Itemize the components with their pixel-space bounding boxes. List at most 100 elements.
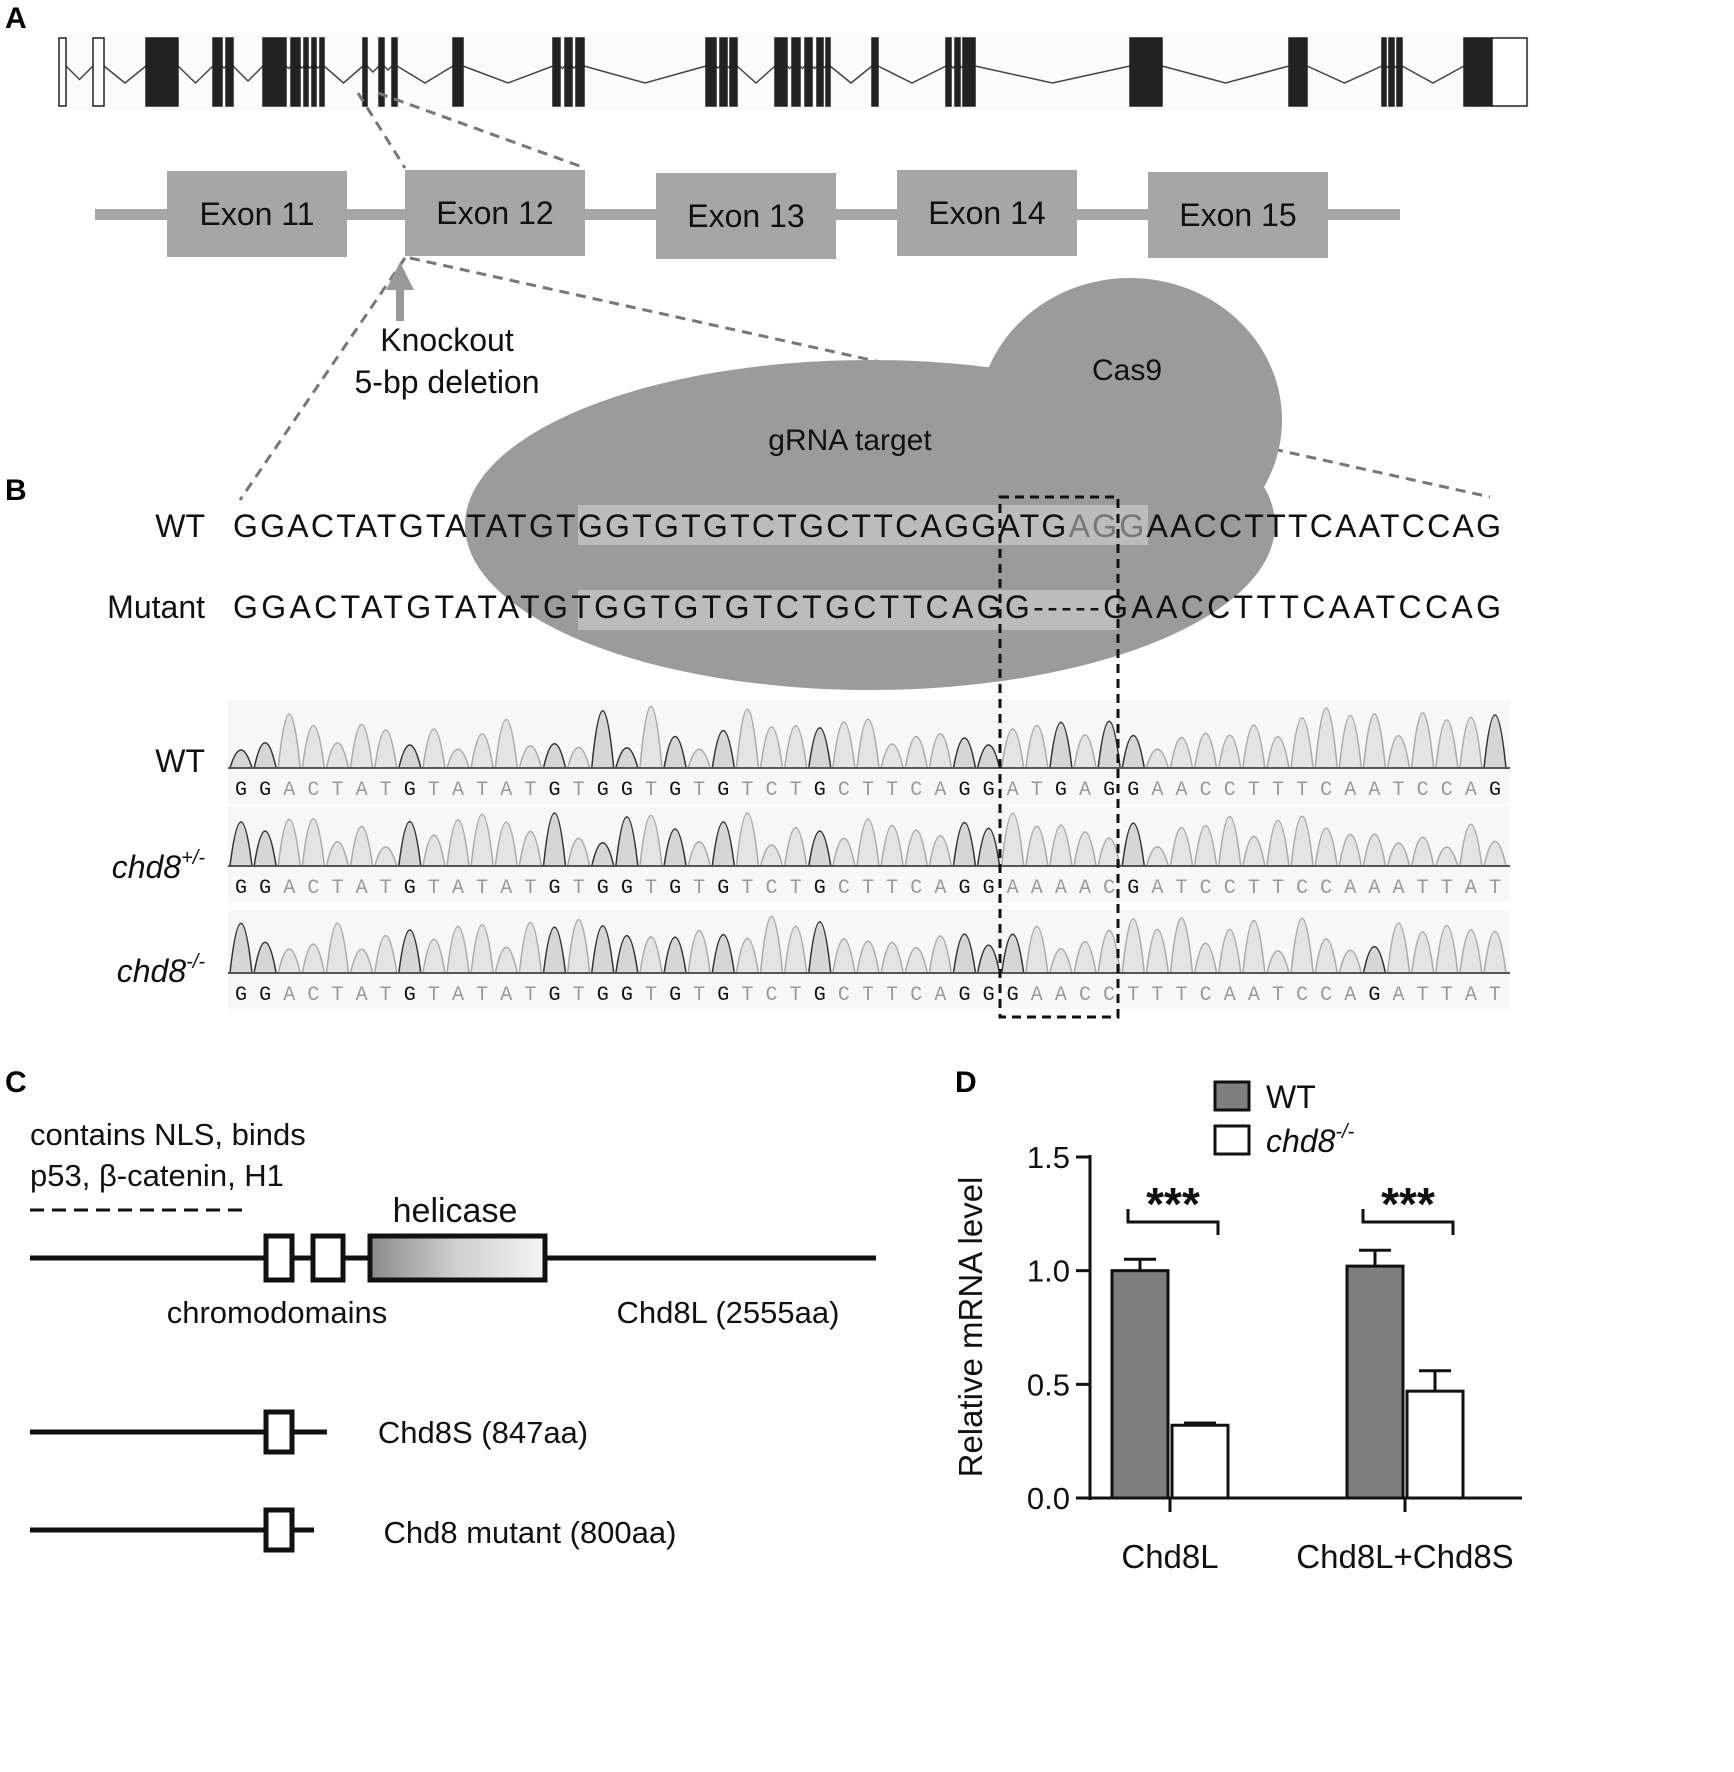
exon-block [774,37,788,107]
base-call: G [404,877,416,900]
base-call: G [717,877,729,900]
panel-label-c: C [5,1066,27,1099]
genotype-name: WT [155,743,205,779]
base-call: C [307,877,319,900]
base-call: G [669,984,681,1007]
significance-stars: *** [1381,1178,1435,1230]
base-call: A [1031,984,1043,1007]
base-call: A [1344,779,1356,802]
base-call: G [548,984,560,1007]
base-call: T [428,984,440,1007]
base-call: A [1007,779,1019,802]
base-call: C [1103,984,1115,1007]
base-call: T [476,877,488,900]
base-call: C [307,779,319,802]
base-call: C [1200,779,1212,802]
base-call: T [428,877,440,900]
base-call: G [1489,779,1501,802]
base-call: A [1224,984,1236,1007]
mutant-chromodomain [263,1507,295,1553]
base-call: G [1127,779,1139,802]
base-call: A [934,877,946,900]
significance-bracket [1361,1209,1455,1235]
base-call: C [766,877,778,900]
legend-swatch [1213,1080,1251,1112]
base-call: A [1344,984,1356,1007]
exon-block [290,37,301,107]
base-call: C [1320,984,1332,1007]
chromodomains-label: chromodomains [167,1295,388,1330]
base-call: C [838,779,850,802]
base-call: C [1296,877,1308,900]
base-call: T [886,779,898,802]
base-call: T [1441,984,1453,1007]
exon-block [362,37,368,107]
base-call: T [331,877,343,900]
exon-block [1388,37,1395,107]
y-tick-label: 1.0 [1027,1254,1070,1289]
utr-block [92,37,105,107]
exon-block [391,37,398,107]
genotype-label: chd8+/- [112,847,206,885]
exon-block [1475,37,1493,107]
base-call: G [597,877,609,900]
base-call: G [958,779,970,802]
base-call: T [790,984,802,1007]
base-call: T [573,877,585,900]
bar-wt [1345,1264,1405,1500]
base-call: T [693,779,705,802]
wt-seq-pam: AGG [1069,508,1145,544]
exon-block [225,37,234,107]
bar-wt [1110,1269,1170,1500]
helicase-domain [367,1233,548,1283]
base-call: A [283,984,295,1007]
base-call: G [717,984,729,1007]
base-call: C [1224,877,1236,900]
base-call: G [259,984,271,1007]
panel-label-b: B [5,474,27,507]
base-call: C [910,877,922,900]
base-call: A [1465,877,1477,900]
base-call: C [1417,779,1429,802]
significance-stars: *** [1146,1178,1200,1230]
bar-chd8 [1405,1389,1465,1500]
bar-chd8 [1170,1423,1230,1500]
legend-label: WT [1266,1079,1316,1115]
base-call: A [452,779,464,802]
base-call: C [1296,984,1308,1007]
base-call: C [1200,877,1212,900]
helicase-label: helicase [393,1192,518,1230]
base-call: T [886,984,898,1007]
base-call: G [669,779,681,802]
exon-label: Exon 11 [199,196,314,232]
y-tick-label: 1.5 [1027,1140,1070,1175]
knockout-label: Knockout [380,322,514,358]
legend-swatch [1213,1124,1251,1156]
base-call: G [1103,779,1115,802]
base-call: T [1272,984,1284,1007]
base-call: A [356,779,368,802]
base-call: G [404,779,416,802]
chromatogram-traces [228,705,1510,974]
base-call: T [476,779,488,802]
exon-block [303,37,309,107]
base-call: G [1055,779,1067,802]
base-call: G [235,984,247,1007]
wt-seq-label: WT [155,508,205,544]
genotype-label: chd8-/- [117,951,206,989]
base-call: T [524,877,536,900]
exon-label: Exon 14 [928,195,1045,231]
legend-name: WT [1266,1079,1316,1115]
base-call: G [621,984,633,1007]
base-call: G [717,779,729,802]
base-call: G [1127,877,1139,900]
base-call: G [548,877,560,900]
mutant-seq-pre: GGACTATGTATATGTGGTGTGTCTGCTTCAGG [233,589,1030,625]
exon-block [575,37,585,107]
base-call: T [1248,877,1260,900]
base-call: C [910,779,922,802]
base-call: A [452,984,464,1007]
base-call: T [645,984,657,1007]
